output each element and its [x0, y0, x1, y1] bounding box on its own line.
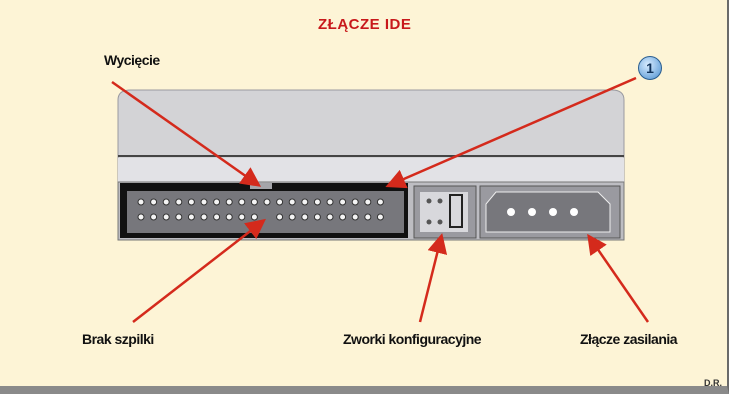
notch — [250, 183, 272, 189]
pin — [364, 198, 372, 206]
pin — [376, 198, 384, 206]
label-power: Złącze zasilania — [580, 331, 678, 347]
pin — [162, 213, 170, 221]
pin — [326, 213, 334, 221]
pin — [150, 198, 158, 206]
pin — [187, 198, 195, 206]
pin — [364, 213, 372, 221]
ide-connector — [120, 183, 408, 238]
power-connector — [479, 185, 621, 239]
arrow-notch — [111, 80, 262, 187]
pin — [137, 213, 145, 221]
pin — [238, 198, 246, 206]
pin — [339, 198, 347, 206]
pin — [175, 198, 183, 206]
pin — [187, 213, 195, 221]
pin — [238, 213, 246, 221]
pins — [137, 198, 384, 221]
pin — [351, 198, 359, 206]
pin — [276, 198, 284, 206]
pin — [376, 213, 384, 221]
pin — [225, 198, 233, 206]
pin — [288, 213, 296, 221]
arrow-jumpers — [418, 233, 448, 323]
arrow-pin-one — [385, 76, 637, 189]
pin — [200, 213, 208, 221]
arrow-missing-pin — [132, 218, 266, 323]
pin — [150, 213, 158, 221]
label-missing-pin: Brak szpilki — [82, 331, 154, 347]
diagram-title: ZŁĄCZE IDE — [318, 16, 412, 33]
pin — [301, 198, 309, 206]
pin — [288, 198, 296, 206]
pin — [213, 213, 221, 221]
arrows — [111, 76, 650, 323]
label-jumpers: Zworki konfiguracyjne — [343, 331, 482, 347]
pin — [326, 198, 334, 206]
pin — [250, 198, 258, 206]
pin — [175, 213, 183, 221]
pin — [313, 213, 321, 221]
pin — [276, 213, 284, 221]
pin — [351, 213, 359, 221]
jumper-block — [413, 185, 477, 239]
pin — [225, 213, 233, 221]
label-notch: Wycięcie — [104, 52, 160, 68]
pin — [137, 198, 145, 206]
credit: D.R. — [704, 378, 722, 388]
pin-one-badge: 1 — [638, 56, 662, 80]
pin — [162, 198, 170, 206]
pin — [200, 198, 208, 206]
pin — [263, 198, 271, 206]
arrow-power — [587, 233, 650, 323]
pin — [313, 198, 321, 206]
pin — [339, 213, 347, 221]
pin — [213, 198, 221, 206]
pin — [301, 213, 309, 221]
pin — [250, 213, 258, 221]
